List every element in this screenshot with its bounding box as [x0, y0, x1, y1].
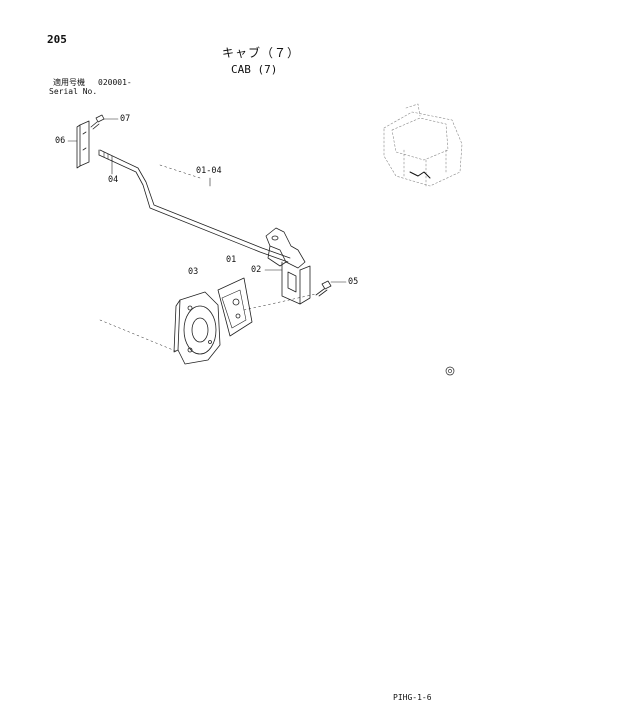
title-japanese: キャブ（７）	[222, 46, 301, 60]
registered-mark	[445, 366, 455, 376]
page-number: 205	[47, 33, 67, 46]
callout-05: 05	[348, 277, 359, 287]
callout-01: 01	[226, 255, 237, 265]
part-05-bolt	[315, 280, 332, 297]
footer-code: PIHG-1-6	[393, 693, 432, 702]
title-english: CAB (7)	[231, 63, 278, 76]
callout-02: 02	[251, 265, 262, 275]
serial-label-japanese: 適用号機	[53, 78, 85, 87]
part-03-housing	[173, 291, 221, 365]
serial-value: 020001-	[98, 78, 132, 87]
callout-leaders	[67, 118, 347, 283]
part-07-bolt	[90, 114, 105, 130]
leader-lines	[99, 164, 317, 353]
rod-assembly	[98, 149, 291, 263]
callout-07: 07	[120, 114, 131, 124]
serial-label-english: Serial No.	[49, 87, 98, 96]
cover-plate	[217, 277, 253, 337]
part-06-bracket	[76, 120, 90, 169]
callout-04: 04	[108, 175, 119, 185]
callout-03: 03	[188, 267, 199, 277]
part-01-lever-bracket	[265, 227, 311, 305]
callout-01-04: 01-04	[196, 166, 222, 176]
callout-06: 06	[55, 136, 66, 146]
machine-location-inset	[383, 103, 463, 187]
